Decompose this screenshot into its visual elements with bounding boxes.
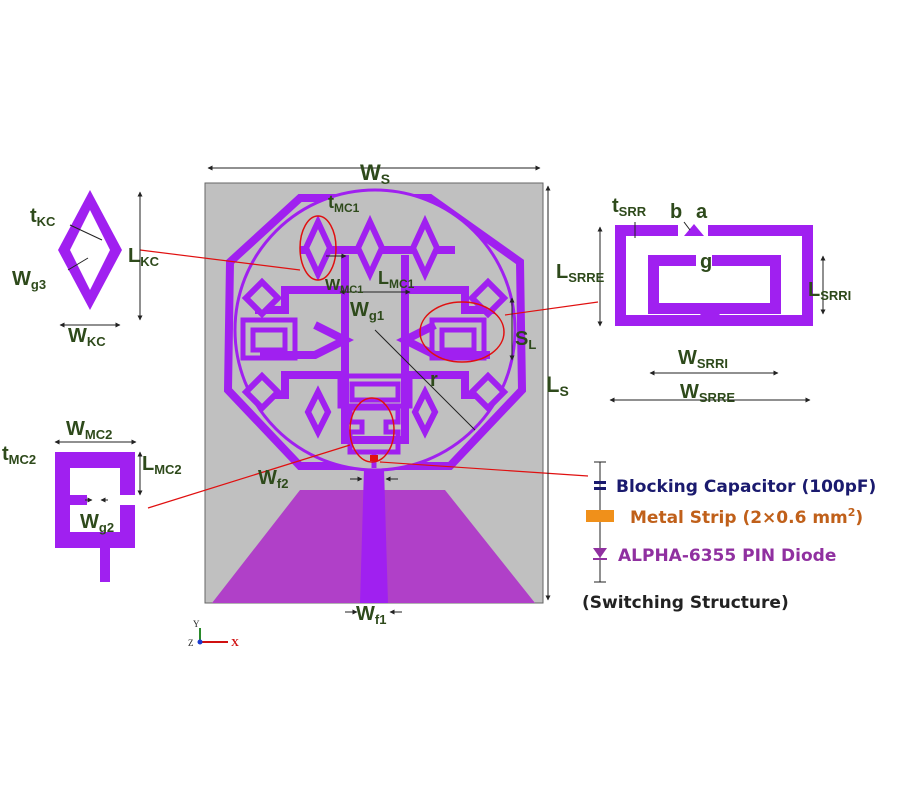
axis-y-label: Y <box>193 619 200 629</box>
label-wf2: Wf2 <box>258 467 288 491</box>
label-ls: LS <box>546 372 569 399</box>
label-wsrre: WSRRE <box>680 381 735 405</box>
feed-line <box>360 468 388 603</box>
diode-icon <box>593 548 607 558</box>
srr-notch-bottom <box>700 304 720 315</box>
main-dimension-arrows <box>207 165 551 615</box>
label-wg3: Wg3 <box>12 268 46 292</box>
kite-cell-detail: tKC LKC Wg3 WKC <box>12 190 160 349</box>
label-wkc: WKC <box>68 325 106 349</box>
axis-x-label: X <box>231 637 239 649</box>
label-wg2: Wg2 <box>80 511 114 535</box>
label-wf1: Wf1 <box>356 603 386 627</box>
label-tsrr: tSRR <box>612 195 647 219</box>
switch-marker <box>370 455 378 461</box>
arm-diamonds <box>241 277 509 413</box>
srr-notch-top <box>684 224 704 236</box>
kite-dim-arrows <box>59 191 143 328</box>
srr-detail: tSRR b a g LSRRE LSRRI WSRRI WSRRE <box>556 195 851 405</box>
switching-legend: Blocking Capacitor (100pF) Metal Strip (… <box>582 461 876 613</box>
label-wsrri: WSRRI <box>678 347 728 371</box>
label-tmc1: tMC1 <box>328 192 360 215</box>
kite-cells <box>302 214 441 439</box>
label-wg1: Wg1 <box>350 299 384 323</box>
label-lmc2: LMC2 <box>142 453 182 477</box>
main-antenna: WS LS SL r Wg1 WMC1 LMC1 tMC1 Wf2 Wf1 <box>139 160 599 627</box>
label-wmc1: WMC1 <box>325 277 363 296</box>
mc2-dim-arrows <box>54 439 143 503</box>
label-wmc2: WMC2 <box>66 418 112 442</box>
mc2-shape <box>55 452 135 582</box>
label-a: a <box>696 201 708 223</box>
label-lmc1: LMC1 <box>378 268 415 291</box>
label-lkc: LKC <box>128 245 160 269</box>
legend-strip: Metal Strip (2×0.6 mm2) <box>630 506 863 528</box>
label-tmc2: tMC2 <box>2 443 36 467</box>
label-g: g <box>700 251 712 273</box>
capacitor-icon <box>594 481 606 484</box>
strip-icon <box>586 510 614 522</box>
legend-diode: ALPHA-6355 PIN Diode <box>618 546 836 566</box>
radius-line <box>374 329 476 431</box>
label-lsrri: LSRRI <box>808 279 851 303</box>
label-b: b <box>670 201 682 223</box>
leader-lines <box>139 249 599 509</box>
srr-inner <box>648 255 781 314</box>
label-tkc: tKC <box>30 205 56 229</box>
srr-dim-arrows <box>597 221 826 403</box>
legend-structure: (Switching Structure) <box>582 593 789 613</box>
highlight-ellipses <box>299 215 505 463</box>
label-r: r <box>430 369 438 391</box>
axis-triad: Y Z X <box>188 619 239 649</box>
label-lsrre: LSRRE <box>556 261 605 285</box>
label-sl: SL <box>515 328 536 352</box>
legend-capacitor: Blocking Capacitor (100pF) <box>616 477 876 497</box>
axis-z-label: Z <box>188 638 194 648</box>
label-ws: WS <box>360 160 390 187</box>
meander-cell-detail: WMC2 tMC2 LMC2 Wg2 <box>2 418 182 582</box>
